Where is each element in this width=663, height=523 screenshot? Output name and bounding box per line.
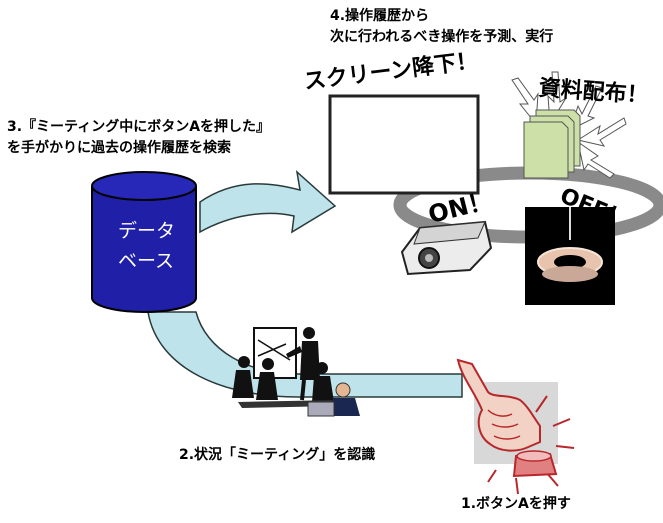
projection-screen [328, 94, 480, 195]
documents-icon [511, 71, 627, 179]
projector-icon [400, 220, 493, 276]
step3-line2: を手がかりに過去の操作履歴を検索 [7, 140, 231, 156]
database-label-line2: ベース [118, 250, 175, 272]
arrow-db-to-screen [199, 170, 337, 234]
step3-line1: 3.『ミーティング中にボタンAを押した』 [7, 119, 271, 135]
meeting-people-icon [232, 327, 360, 417]
step2-label: 2.状況「ミーティング」を認識 [179, 447, 376, 463]
step4-line2: 次に行われるべき操作を予測、実行 [330, 29, 554, 45]
lamp-icon [525, 207, 615, 305]
database-label-line1: データ [118, 220, 176, 242]
button-press-icon [456, 358, 575, 495]
database-cylinder [91, 171, 197, 313]
step1-label: 1.ボタンAを押す [461, 496, 571, 512]
step4-line1: 4.操作履歴から [330, 8, 430, 24]
